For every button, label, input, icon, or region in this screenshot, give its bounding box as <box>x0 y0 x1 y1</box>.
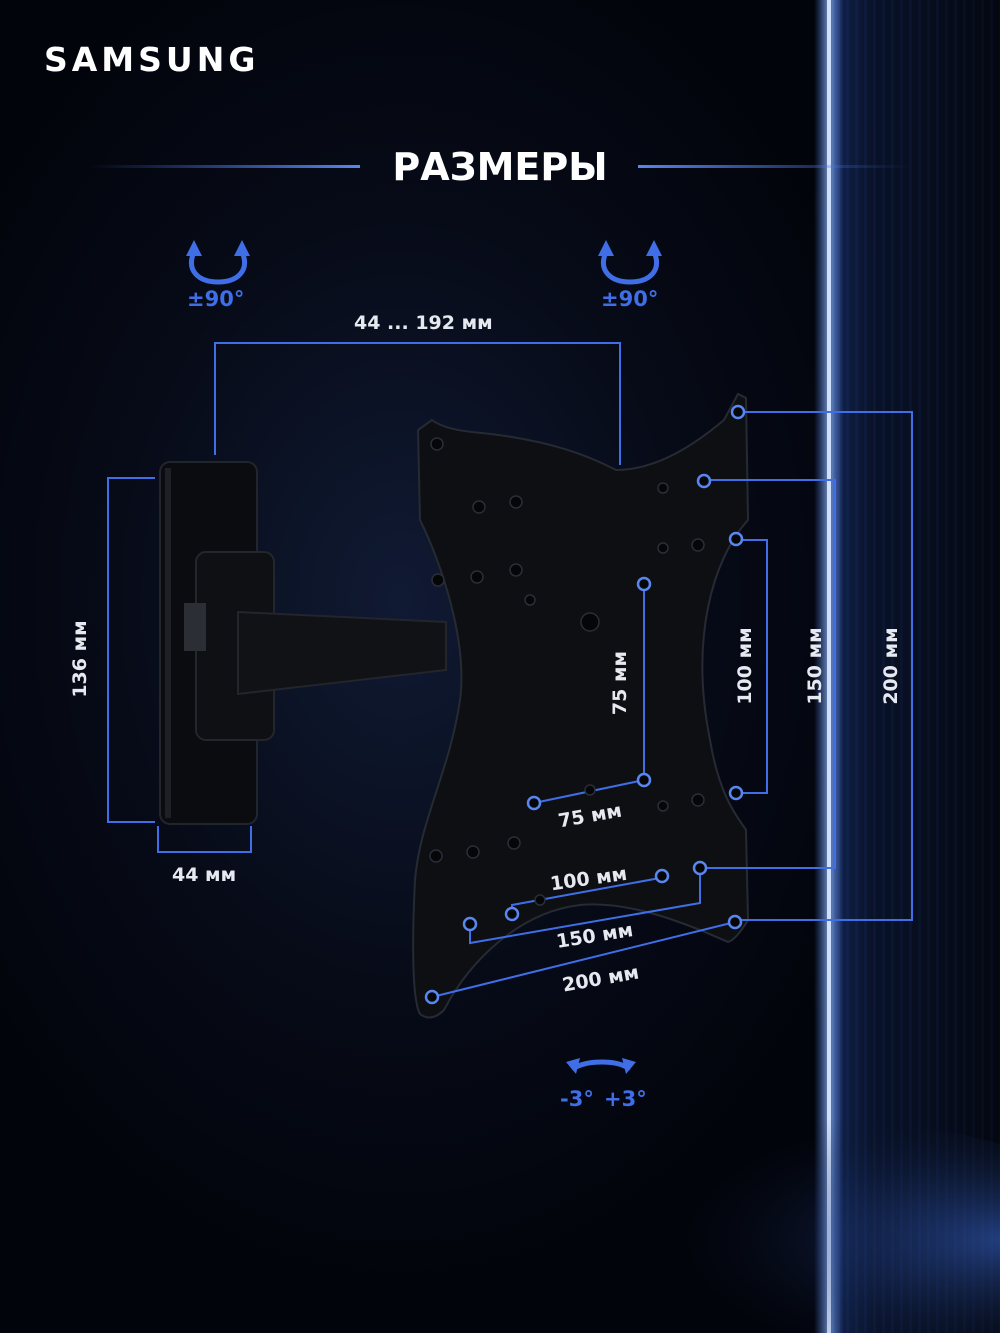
vesa-200-v-label: 200 мм <box>880 627 902 705</box>
dim-line-vesa-100-v <box>742 539 768 794</box>
plate-height-label: 136 мм <box>69 620 91 698</box>
rotation-left-label: ±90° <box>187 287 245 311</box>
plate-width-label: 44 мм <box>172 864 237 886</box>
title-rule-left <box>88 165 360 168</box>
dim-line-plate-height <box>107 477 155 823</box>
tilt-arrow-icon <box>566 1058 636 1074</box>
dimension-lines <box>107 342 913 998</box>
rotate-arrow-icon <box>186 240 250 285</box>
rotate-arrow-icon <box>598 240 662 285</box>
brand-logo: SAMSUNG <box>44 40 260 79</box>
floor-glow <box>520 1120 1000 1333</box>
dim-line-arm-extension <box>214 342 621 465</box>
vesa-150-v-label: 150 мм <box>804 627 826 705</box>
vesa-100-v-label: 100 мм <box>734 627 756 705</box>
page-title: РАЗМЕРЫ <box>392 145 608 189</box>
wall-shading <box>832 0 1000 1333</box>
tilt-minus-label: -3° <box>560 1087 594 1111</box>
wall-plate-edge <box>165 468 171 818</box>
dim-line-vesa-150-h <box>469 868 701 945</box>
arm-extension-label: 44 ... 192 мм <box>354 312 493 334</box>
dim-line-vesa-150-v <box>705 479 836 869</box>
title-rule-right <box>638 165 910 168</box>
vesa-highlighted-holes <box>424 404 746 1005</box>
vesa-75-v-label: 75 мм <box>609 650 631 716</box>
tilt-plus-label: +3° <box>604 1087 647 1111</box>
dim-line-plate-width <box>157 826 252 853</box>
hinge-pin <box>184 603 206 651</box>
swivel-arm <box>237 610 447 696</box>
rotation-right-label: ±90° <box>601 287 659 311</box>
dim-line-vesa-200-h <box>431 921 736 998</box>
light-strip <box>827 0 831 1333</box>
mounting-holes <box>429 437 705 906</box>
dim-line-vesa-200-v <box>740 411 913 921</box>
